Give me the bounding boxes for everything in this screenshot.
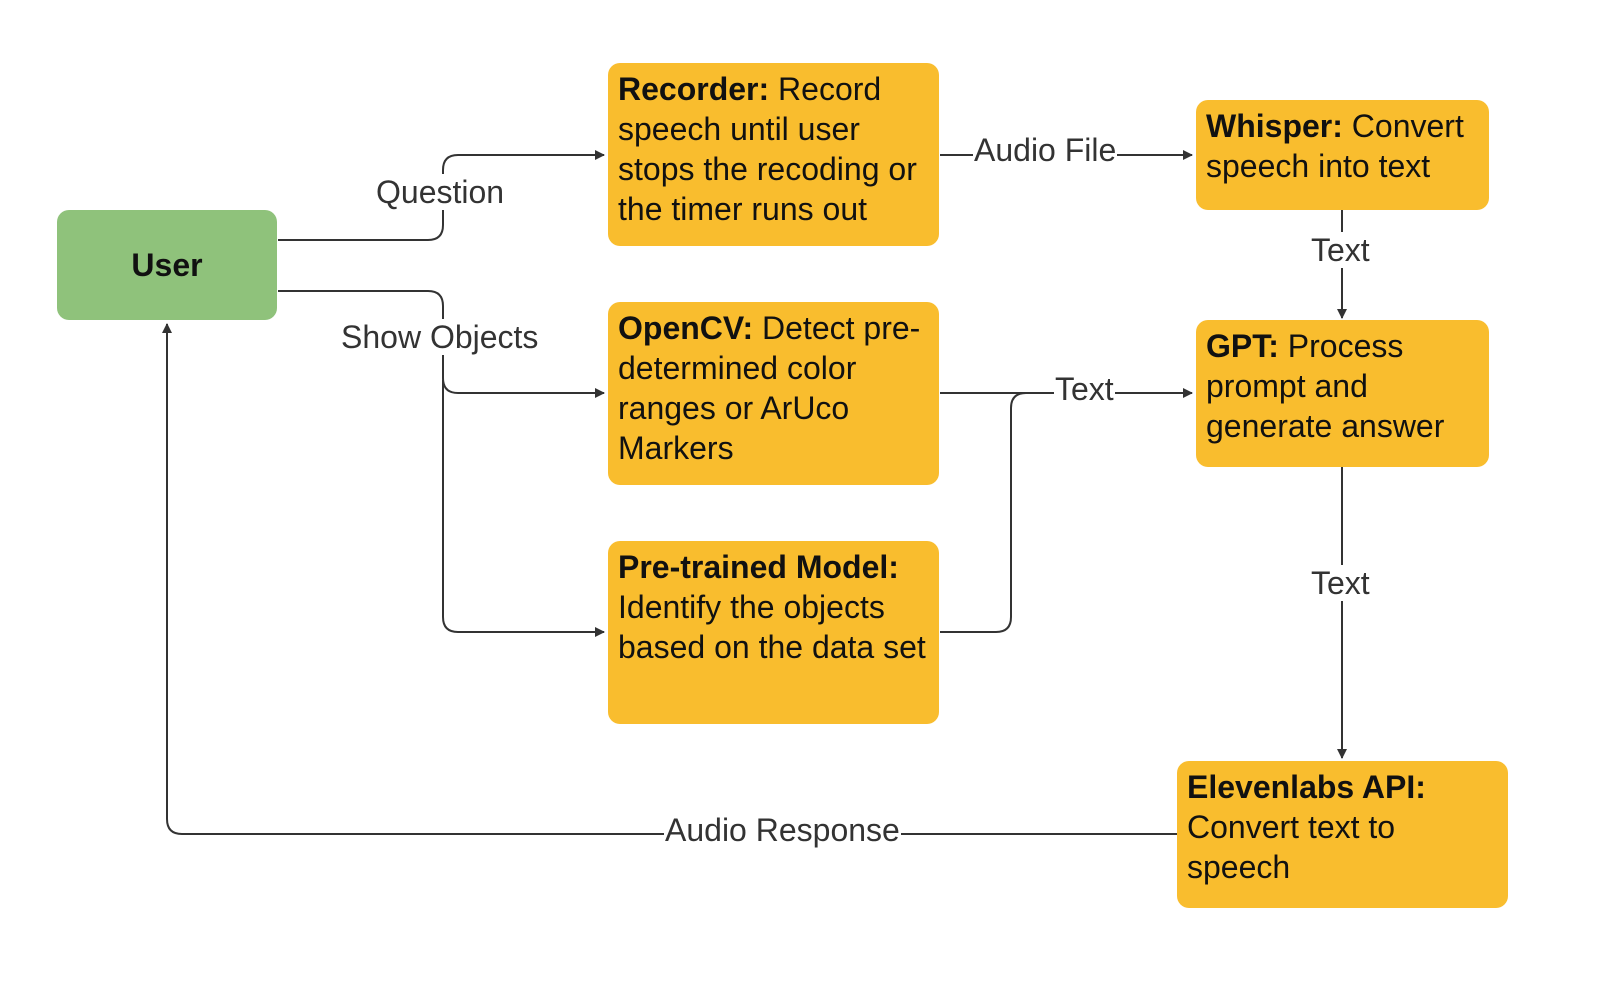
audio-file-label: Audio File	[973, 132, 1118, 168]
elevenlabs-node: Elevenlabs API: Convert text to speech	[1177, 761, 1508, 908]
vision-gpt-text-label: Text	[1054, 371, 1115, 407]
connector-pretrained-gpt	[940, 392, 1060, 633]
connector-user-pretrained	[442, 380, 605, 637]
connector-elevenlabs-user	[162, 323, 1178, 835]
gpt-elevenlabs-text-label: Text	[1310, 565, 1371, 601]
elevenlabs-text: Convert text to speech	[1187, 809, 1396, 885]
whisper-node: Whisper: Convert speech into text	[1196, 100, 1489, 210]
recorder-title: Recorder:	[618, 71, 770, 107]
gpt-node: GPT: Process prompt and generate answer	[1196, 320, 1489, 467]
audio-response-label: Audio Response	[664, 812, 901, 848]
recorder-node: Recorder: Record speech until user stops…	[608, 63, 939, 246]
whisper-title: Whisper:	[1206, 108, 1343, 144]
whisper-gpt-text-label: Text	[1310, 232, 1371, 268]
pretrained-title: Pre-trained Model:	[618, 549, 899, 585]
question-label: Question	[375, 174, 506, 210]
gpt-title: GPT:	[1206, 328, 1279, 364]
opencv-node: OpenCV: Detect pre-determined color rang…	[608, 302, 939, 485]
whisper-text: Convert speech into text	[1206, 108, 1464, 184]
gpt-text: Process prompt and generate answer	[1206, 328, 1445, 444]
pretrained-text: Identify the objects based on the data s…	[618, 589, 926, 665]
user-label: User	[131, 247, 203, 283]
user-node: User	[57, 210, 277, 320]
recorder-text: Record speech until user stops the recod…	[618, 71, 917, 227]
show-objects-label: Show Objects	[340, 319, 540, 355]
opencv-title: OpenCV:	[618, 310, 754, 346]
elevenlabs-title: Elevenlabs API:	[1187, 769, 1426, 805]
pretrained-node: Pre-trained Model: Identify the objects …	[608, 541, 939, 724]
opencv-text: Detect pre-determined color ranges or Ar…	[618, 310, 921, 466]
